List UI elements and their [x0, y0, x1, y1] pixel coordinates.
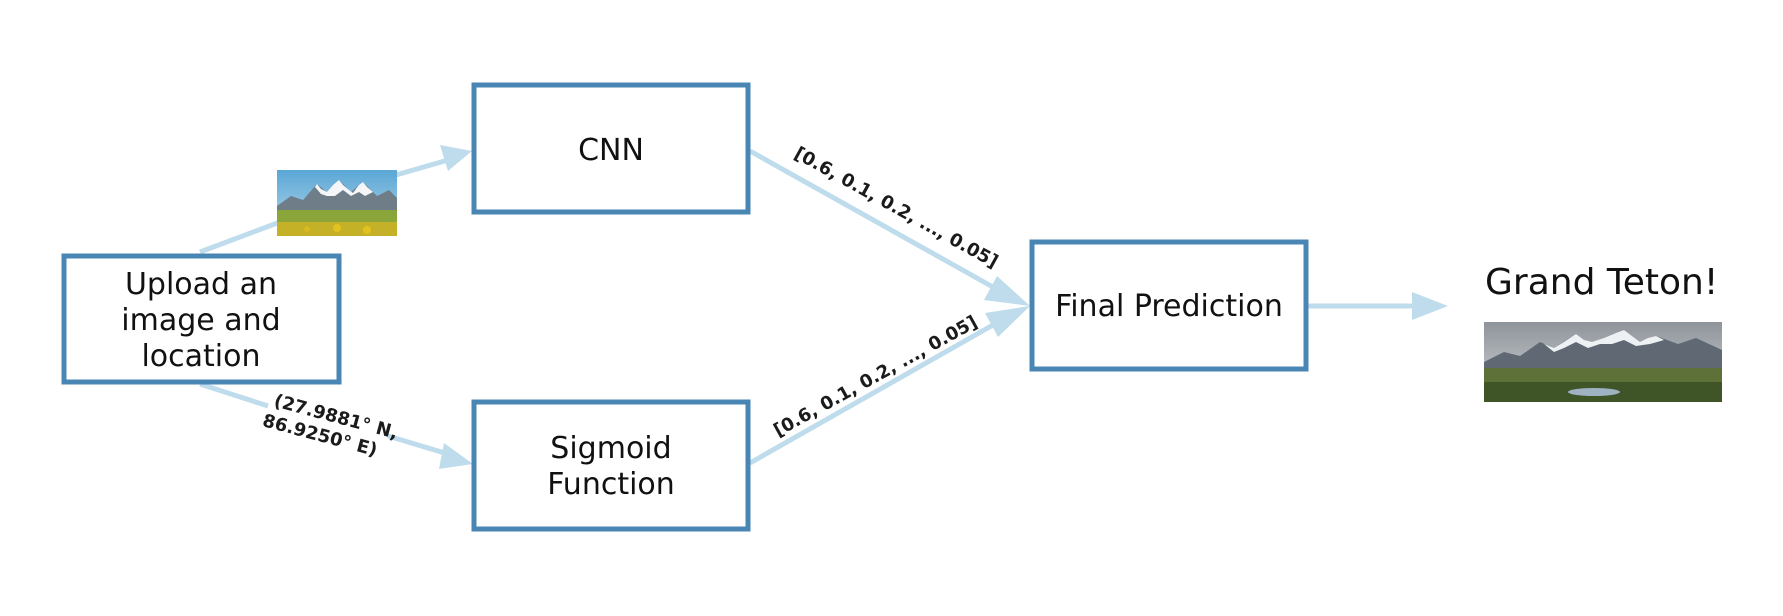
- node-sigmoid: Sigmoid Function: [471, 399, 751, 532]
- edge-upload-to-cnn: [199, 145, 472, 255]
- location-coordinates-label: (27.9881° N, 86.9250° E): [260, 391, 400, 461]
- edge-sigmoid-to-final: [748, 306, 1030, 466]
- edge-cnn-to-final: [748, 148, 1030, 306]
- edge-upload-to-sigmoid: [199, 381, 473, 469]
- result-title: Grand Teton!: [1485, 262, 1718, 303]
- node-final-prediction: Final Prediction: [1029, 239, 1309, 372]
- node-cnn: CNN: [471, 82, 751, 215]
- node-sigmoid-line-1: Sigmoid: [550, 431, 671, 466]
- node-cnn-label: CNN: [578, 133, 644, 168]
- sigmoid-output-label: [0.6, 0.1, 0.2, ..., 0.05]: [770, 312, 981, 442]
- input-image-thumbnail: [277, 170, 397, 236]
- cnn-output-label: [0.6, 0.1, 0.2, ..., 0.05]: [791, 143, 1002, 273]
- node-upload-line-2: image and: [121, 303, 280, 338]
- node-upload-line-3: location: [141, 339, 260, 374]
- node-final-label: Final Prediction: [1055, 289, 1283, 324]
- node-sigmoid-line-2: Function: [547, 467, 675, 502]
- output-image-thumbnail: [1484, 322, 1722, 402]
- node-upload: Upload an image and location: [61, 253, 342, 385]
- node-upload-line-1: Upload an: [125, 267, 277, 302]
- edge-final-to-result: [1306, 292, 1448, 320]
